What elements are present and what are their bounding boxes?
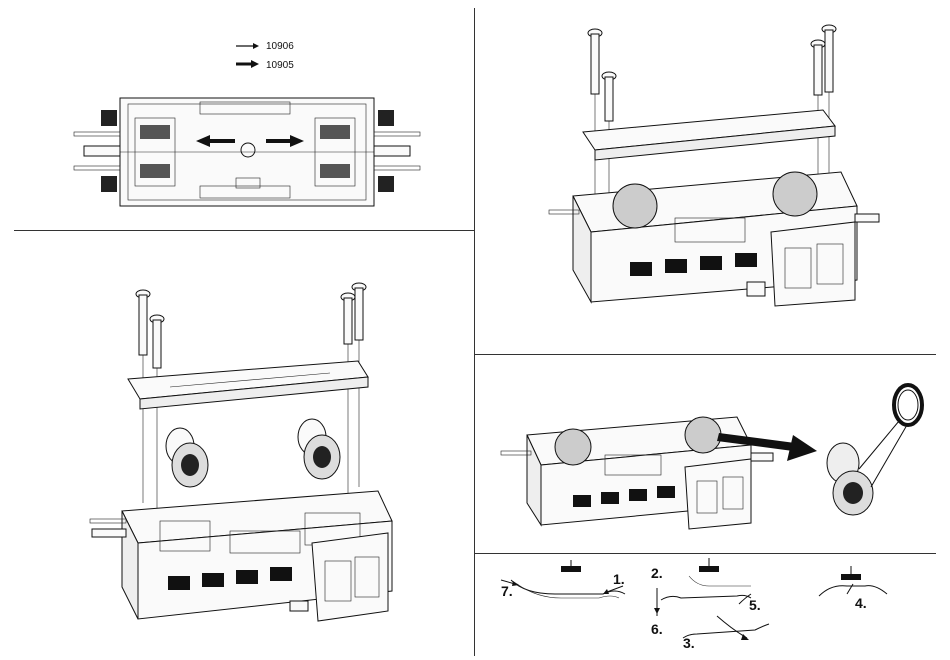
step-label-7: 7. <box>501 583 513 599</box>
step-sequence-drawing: 7. 1. 2. 6. 5. 3. 4. <box>475 554 950 660</box>
legend-label-10905: 10905 <box>266 60 294 71</box>
wheelset-icon <box>166 428 208 487</box>
step-label-4: 4. <box>855 595 867 611</box>
chassis-body <box>549 172 879 306</box>
step-label-3: 3. <box>683 635 695 651</box>
screw-icon <box>822 25 836 92</box>
traction-tire-icon <box>894 385 922 425</box>
screw-icon <box>602 72 616 121</box>
spring-clip-icon <box>819 566 887 596</box>
screw-icon <box>811 40 825 95</box>
thick-arrow-icon <box>236 60 259 68</box>
screw-icon <box>150 315 164 368</box>
panel-screws-left <box>0 231 474 660</box>
screw-icon <box>588 29 602 94</box>
step-label-1: 1. <box>613 571 625 587</box>
step-label-6: 6. <box>651 621 663 637</box>
legend-label-10906: 10906 <box>266 41 294 52</box>
panel-underside-view: 10906 10905 <box>0 0 474 230</box>
step-label-5: 5. <box>749 597 761 613</box>
step-label-2: 2. <box>651 565 663 581</box>
weight-plate <box>583 110 835 160</box>
weight-plate <box>128 361 368 409</box>
panel-step-sequence: 7. 1. 2. 6. 5. 3. 4. <box>475 554 950 660</box>
screw-icon <box>352 283 366 340</box>
spring-clip-icon <box>661 558 751 600</box>
wheelset-icon <box>298 419 340 479</box>
wheelset-icon <box>827 443 873 515</box>
screw-icon <box>136 290 150 355</box>
panel-screws-right <box>475 0 950 354</box>
screw-removal-drawing <box>0 231 474 660</box>
underside-drawing: 10906 10905 <box>0 0 474 230</box>
spring-clip-icon <box>683 624 769 638</box>
panel-traction-tire <box>475 355 950 553</box>
screw-removal-drawing-top <box>475 0 950 354</box>
chassis-body <box>90 491 392 621</box>
chassis-body <box>501 417 773 529</box>
thin-arrow-icon <box>236 43 259 49</box>
screw-icon <box>341 293 355 344</box>
chassis-underside <box>74 98 420 206</box>
traction-tire-drawing <box>475 355 950 553</box>
